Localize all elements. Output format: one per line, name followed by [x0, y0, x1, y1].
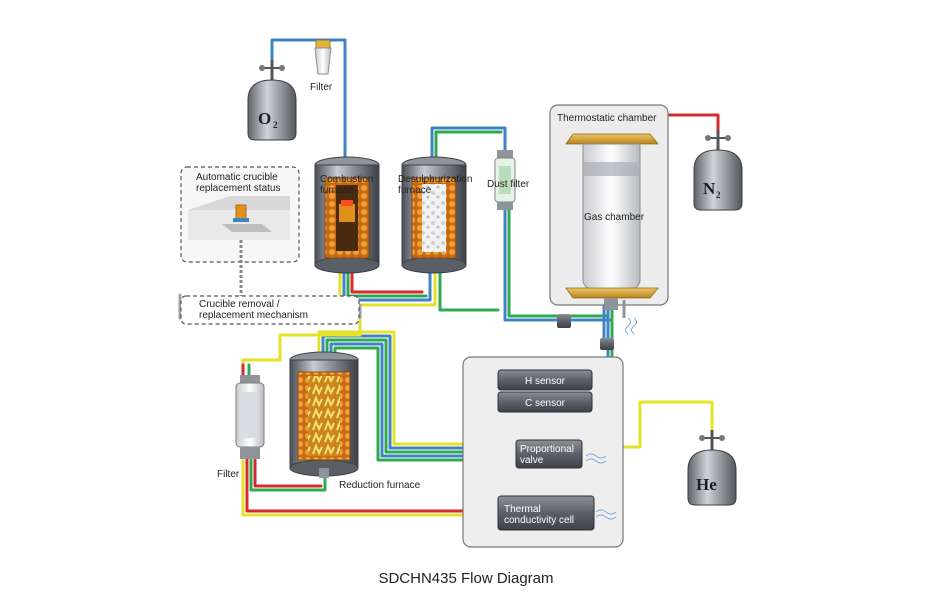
n2-tank: N 2: [693, 130, 743, 211]
reduction-label: Reduction furnace: [339, 480, 421, 491]
n2-symbol: N: [703, 179, 716, 198]
reduction-furnace: Reduction furnace: [289, 351, 421, 491]
thermostatic-chamber: Thermostatic chamber Gas chamber: [549, 104, 669, 335]
desulphurization-furnace: Desulphurization furnace: [398, 156, 473, 274]
crucible-removal-label-line2: replacement mechanism: [199, 310, 308, 321]
c-sensor-label: C sensor: [525, 398, 566, 409]
h-sensor-label: H sensor: [525, 376, 566, 387]
thermostatic-label: Thermostatic chamber: [557, 113, 657, 124]
thermal-label-line1: Thermal: [504, 504, 541, 515]
filter-top: Filter: [310, 39, 333, 93]
desulph-label-line2: furnace: [398, 185, 432, 196]
proportional-label-line2: valve: [520, 455, 544, 466]
auto-crucible-inset: Automatic crucible replacement status: [180, 166, 300, 300]
proportional-label-line1: Proportional: [520, 444, 574, 455]
combustion-label-line2: furnace: [320, 185, 354, 196]
combustion-label-line1: Combustion: [320, 174, 373, 185]
auto-crucible-label-line2: replacement status: [196, 183, 281, 194]
dust-filter: Dust filter: [487, 150, 530, 210]
crucible-removal-box: Crucible removal / replacement mechanism: [180, 295, 360, 325]
combustion-furnace: Combustion furnace: [314, 156, 380, 274]
dust-filter-label: Dust filter: [487, 179, 530, 190]
auto-crucible-label-line1: Automatic crucible: [196, 172, 278, 183]
filter-left-label: Filter: [217, 469, 240, 480]
filter-top-label: Filter: [310, 82, 333, 93]
diagram-caption: SDCHN435 Flow Diagram: [378, 570, 553, 587]
gas-chamber-label: Gas chamber: [584, 212, 645, 223]
sensor-panel: H sensor C sensor Proportional valve The…: [462, 356, 624, 548]
filter-left: Filter: [217, 375, 265, 480]
he-symbol: He: [696, 475, 717, 494]
valve-icon: [557, 314, 571, 328]
he-tank: He: [687, 430, 737, 506]
o2-tank: O 2: [247, 60, 297, 141]
n2-subscript: 2: [716, 190, 721, 200]
valve-icon: [600, 338, 614, 350]
o2-symbol: O: [258, 109, 271, 128]
o2-subscript: 2: [273, 120, 278, 130]
thermal-label-line2: conductivity cell: [504, 515, 574, 526]
crucible-removal-label-line1: Crucible removal /: [199, 299, 280, 310]
desulph-label-line1: Desulphurization: [398, 174, 473, 185]
